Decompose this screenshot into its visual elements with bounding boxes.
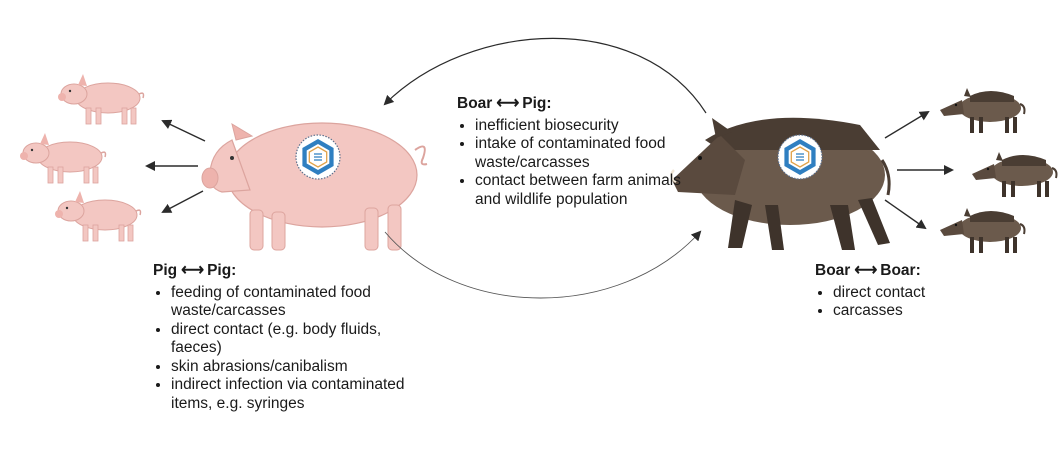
list-item: direct contact (e.g. body fluids, faeces…: [171, 321, 413, 358]
spread-arrow: [163, 191, 203, 212]
virus-icon: [296, 135, 340, 179]
list-item: direct contact: [833, 284, 1015, 303]
small-pig-icon: [55, 191, 141, 241]
double-arrow-icon: ⟷: [181, 262, 203, 281]
wild-boar-icon: [671, 118, 890, 250]
boar-boar-heading: Boar ⟷ Boar:: [815, 262, 1015, 281]
list-item: feeding of contaminated food waste/carca…: [171, 284, 413, 321]
spread-arrow: [163, 121, 205, 141]
boar-pig-heading: Boar ⟷ Pig:: [457, 95, 697, 114]
double-arrow-icon: ⟷: [854, 262, 876, 281]
small-boar-icon: [972, 152, 1057, 197]
virus-icon: [778, 135, 822, 179]
heading-right: Boar:: [880, 262, 920, 281]
pig-to-boar-arrow: [385, 232, 700, 298]
boar-pig-list: inefficient biosecurity intake of contam…: [457, 117, 697, 210]
list-item: contact between farm animals and wildlif…: [475, 172, 697, 209]
boar-boar-list: direct contact carcasses: [815, 284, 1015, 321]
heading-left: Boar: [457, 95, 492, 114]
small-boar-icon: [940, 208, 1025, 253]
small-pig-icon: [20, 133, 106, 183]
boar-boar-transmission-block: Boar ⟷ Boar: direct contact carcasses: [815, 262, 1015, 321]
list-item: skin abrasions/canibalism: [171, 358, 413, 377]
list-item: carcasses: [833, 302, 1015, 321]
small-boar-icon: [940, 88, 1025, 133]
small-pig-icon: [58, 74, 144, 124]
list-item: inefficient biosecurity: [475, 117, 697, 136]
heading-right: Pig:: [207, 262, 236, 281]
boar-pig-transmission-block: Boar ⟷ Pig: inefficient biosecurity inta…: [457, 95, 697, 209]
heading-right: Pig:: [522, 95, 551, 114]
list-item: intake of contaminated food waste/carcas…: [475, 135, 697, 172]
heading-left: Boar: [815, 262, 850, 281]
pig-pig-heading: Pig ⟷ Pig:: [153, 262, 413, 281]
heading-left: Pig: [153, 262, 177, 281]
pig-pig-list: feeding of contaminated food waste/carca…: [153, 284, 413, 414]
list-item: indirect infection via contaminated item…: [171, 376, 413, 413]
spread-arrow: [885, 112, 928, 138]
spread-arrow: [885, 200, 925, 228]
pig-pig-transmission-block: Pig ⟷ Pig: feeding of contaminated food …: [153, 262, 413, 413]
double-arrow-icon: ⟷: [496, 95, 518, 114]
